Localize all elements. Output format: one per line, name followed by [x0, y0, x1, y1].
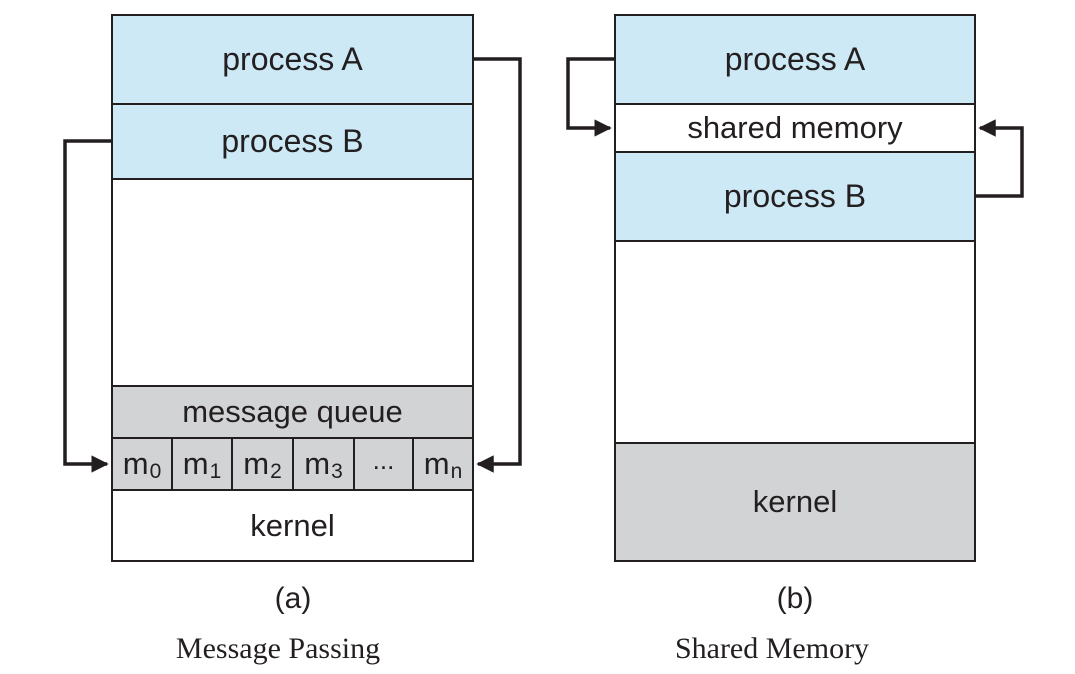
queue-cell-base: m — [304, 446, 331, 481]
kernel-label: kernel — [250, 507, 335, 543]
shared-memory-box: shared memory — [614, 103, 976, 153]
kernel-box: kernel — [111, 489, 474, 562]
kernel-box-b: kernel — [614, 442, 976, 562]
arrow-process-b-to-queue — [63, 139, 111, 473]
process-b-label-b: process B — [723, 178, 867, 214]
process-b-label: process B — [221, 123, 364, 159]
kernel-label-b: kernel — [752, 484, 838, 519]
queue-cell-base: ... — [372, 444, 395, 475]
free-memory-area — [111, 178, 474, 387]
queue-cell-subscript: n — [450, 460, 463, 483]
diagram-b-caption: Shared Memory — [674, 632, 870, 665]
message-queue-label: message queue — [182, 394, 403, 429]
process-b-box-b: process B — [614, 151, 976, 242]
process-a-box: process A — [111, 14, 474, 105]
queue-cell-base: m — [122, 446, 149, 481]
queue-cell-base: m — [423, 446, 450, 481]
diagram-b-label: (b) — [776, 582, 814, 615]
arrow-process-b-to-shared-memory — [976, 119, 1024, 198]
shared-memory-label: shared memory — [687, 110, 903, 145]
diagram-a-caption: Message Passing — [175, 632, 381, 665]
queue-cell-base: m — [243, 446, 270, 481]
process-a-box-b: process A — [614, 14, 976, 105]
queue-cell-subscript: 0 — [149, 460, 162, 483]
diagram-a-label: (a) — [274, 582, 312, 615]
queue-cell-subscript: 2 — [270, 460, 282, 483]
arrow-process-a-to-shared-memory — [566, 57, 614, 137]
queue-cell-base: m — [182, 446, 209, 481]
process-a-label: process A — [222, 41, 363, 77]
free-memory-area-b — [614, 240, 976, 444]
process-a-label-b: process A — [724, 41, 866, 77]
queue-cell-subscript: 1 — [209, 460, 222, 483]
arrow-process-a-to-queue — [474, 57, 522, 473]
queue-cell-subscript: 3 — [331, 460, 343, 483]
